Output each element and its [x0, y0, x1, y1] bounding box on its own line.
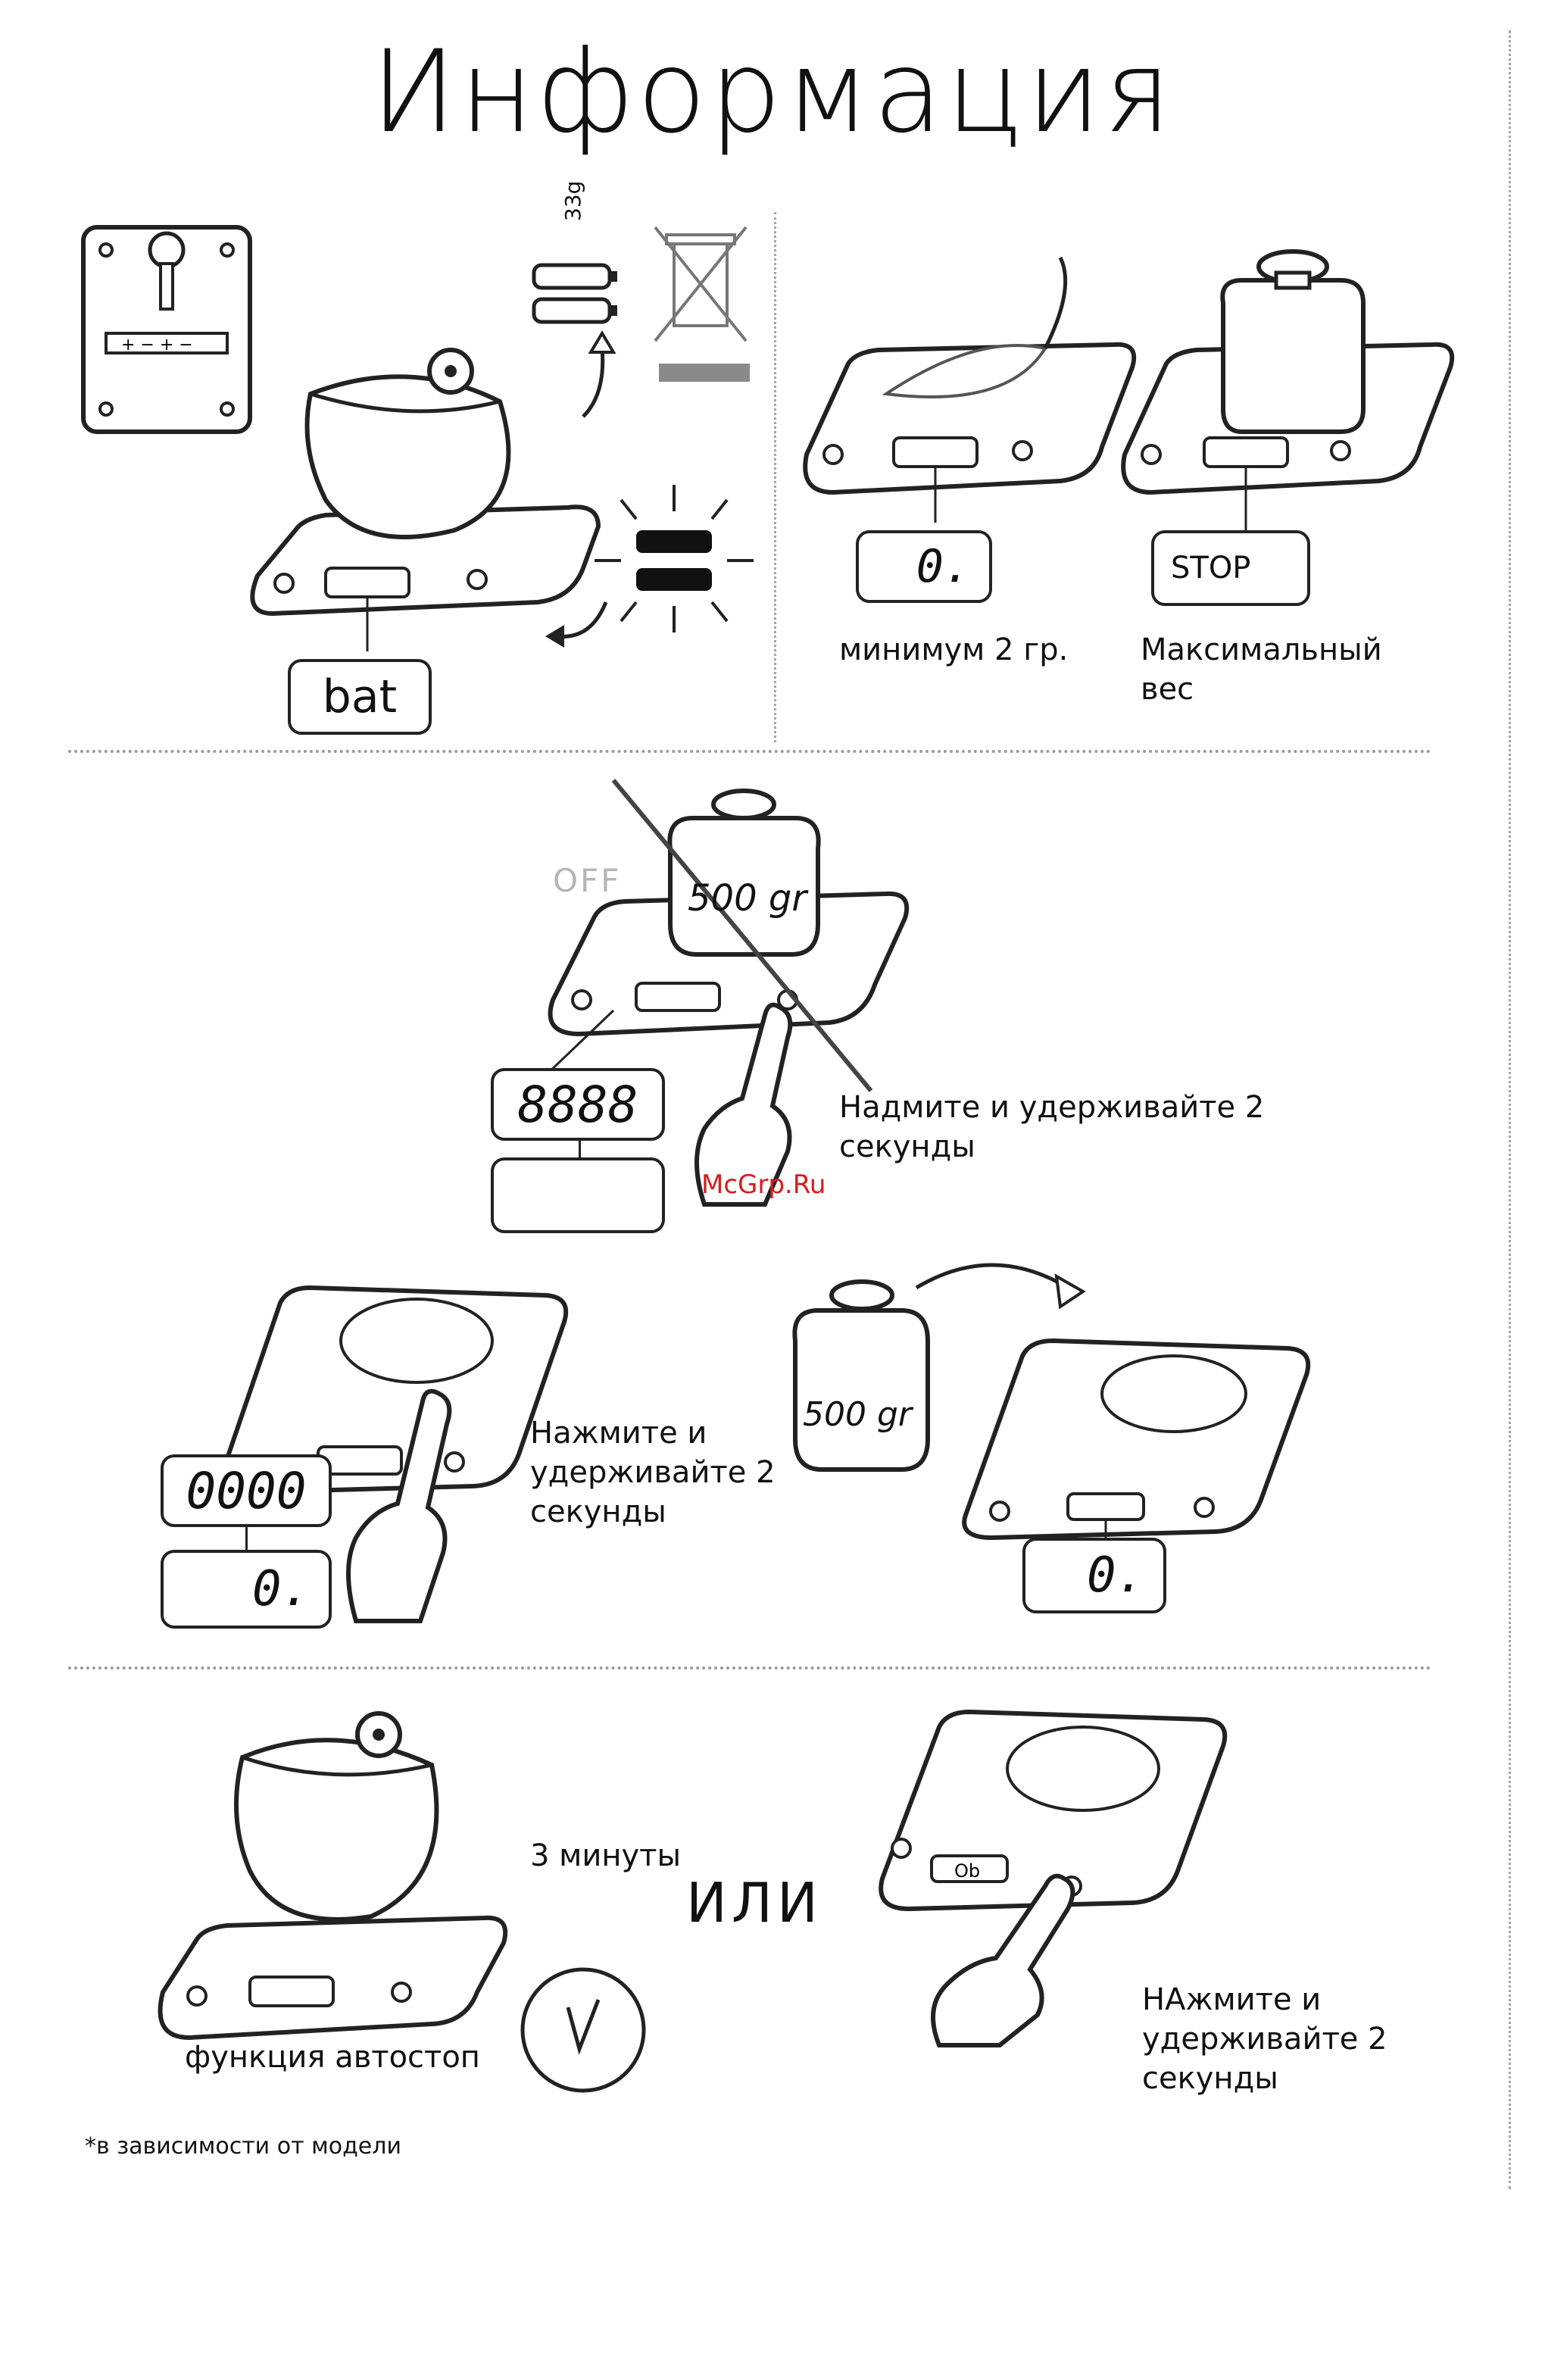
- finger-press-icon-2: [341, 1379, 462, 1629]
- finger-press-icon-3: [916, 1856, 1083, 2053]
- footnote: *в зависимости от модели: [85, 2133, 401, 2160]
- caption-press-off: НАжмите и удерживайте 2 секунды: [1142, 1980, 1460, 2098]
- display-zero-left: 0.: [161, 1550, 332, 1629]
- scale-with-weight: [1113, 250, 1462, 508]
- display-min: 0.: [856, 530, 992, 603]
- battery-icon: [530, 258, 621, 333]
- caption-tare: Нажмите и удерживайте 2 секунды: [530, 1413, 818, 1532]
- weight-label-500: 500 gr: [688, 877, 807, 920]
- recycle-bin-icon: [651, 220, 757, 394]
- display-8888: 8888: [491, 1068, 665, 1141]
- display-connector-2: [245, 1527, 248, 1550]
- clock-icon: [515, 1962, 651, 2098]
- display-connector: [579, 1141, 581, 1157]
- display-bat: bat: [288, 659, 432, 735]
- page-title: Информация: [0, 30, 1545, 155]
- scale-with-bowl-2: [151, 1704, 530, 2060]
- low-battery-icon: [591, 477, 765, 636]
- display-zero-right: 0.: [1022, 1538, 1166, 1613]
- divider-2: [68, 1666, 1431, 1669]
- scale-with-feather: [795, 258, 1144, 508]
- caption-max: Максимальный вес: [1141, 630, 1444, 709]
- display-stop: STOP: [1151, 530, 1310, 606]
- display-0000: 0000: [161, 1454, 332, 1527]
- caption-min: минимум 2 гр.: [839, 630, 1068, 670]
- svg-text:+ − + −: + − + −: [121, 336, 193, 355]
- weight-label-500-b: 500 gr: [803, 1395, 912, 1434]
- section1-separator: [774, 212, 776, 742]
- watermark: McGrp.Ru: [701, 1170, 826, 1200]
- display-blank: [491, 1157, 665, 1233]
- arrow-back-icon: [545, 598, 613, 651]
- battery-mass-label: 33g: [560, 181, 585, 221]
- caption-press-on: Надмите и удерживайте 2 секунды: [839, 1088, 1309, 1167]
- margin-line: [1509, 30, 1511, 2189]
- caption-3min: 3 минуты: [530, 1836, 681, 1876]
- caption-autostop: функция автостоп: [185, 2038, 480, 2077]
- or-label: ИЛИ: [686, 1871, 822, 1935]
- divider-1: [68, 750, 1431, 753]
